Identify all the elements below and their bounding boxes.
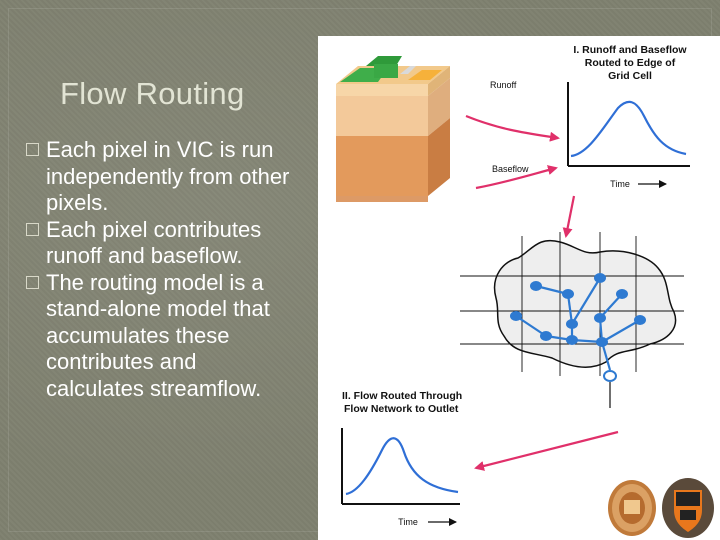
bullet-box-icon <box>26 143 39 156</box>
hydrograph-1-line <box>570 100 687 158</box>
svg-text:Grid Cell: Grid Cell <box>608 70 652 82</box>
panel-2-title: II. Flow Routed Through Flow Network to … <box>342 390 462 415</box>
bullet-list: Each pixel in VIC is run independently f… <box>26 137 296 402</box>
panel-2-xaxis-label: Time <box>398 517 418 527</box>
to-network-arrow <box>562 195 576 238</box>
bullet-text: Each pixel in VIC is run independently f… <box>46 137 290 215</box>
princeton-shield-icon <box>662 478 714 538</box>
bullet-item: Each pixel contributes runoff and basefl… <box>26 217 296 270</box>
flow-network <box>460 232 684 382</box>
panel-1-title: I. Runoff and Baseflow Routed to Edge of… <box>573 44 687 82</box>
soil-column-icon <box>336 56 450 202</box>
slide-title: Flow Routing <box>60 76 245 111</box>
svg-text:Flow Network to Outlet: Flow Network to Outlet <box>344 403 459 415</box>
bullet-text: Each pixel contributes runoff and basefl… <box>46 216 262 269</box>
bullet-box-icon <box>26 275 39 289</box>
hydrograph-2-line <box>345 437 459 496</box>
runoff-label: Runoff <box>490 80 517 90</box>
bullet-item: Each pixel in VIC is run independently f… <box>26 137 296 217</box>
routing-diagram-svg: Runoff Baseflow I. Runoff and Baseflow R… <box>336 44 714 538</box>
baseflow-arrow <box>475 165 558 190</box>
hydrograph-2: Time <box>341 428 460 527</box>
svg-text:Routed to Edge of: Routed to Edge of <box>585 57 676 69</box>
bullet-item: The routing model is a stand-alone model… <box>26 270 296 403</box>
hydrograph-1: Time <box>567 82 690 189</box>
svg-text:II. Flow Routed Through: II. Flow Routed Through <box>342 390 462 402</box>
runoff-arrow <box>465 114 560 142</box>
routing-diagram: Runoff Baseflow I. Runoff and Baseflow R… <box>318 36 720 540</box>
panel-1-xaxis-label: Time <box>610 179 630 189</box>
university-seal-icon <box>608 480 656 536</box>
baseflow-label: Baseflow <box>492 164 529 174</box>
bullet-text: The routing model is a stand-alone model… <box>46 269 270 401</box>
outlet-node <box>603 370 617 382</box>
svg-text:I. Runoff and Baseflow: I. Runoff and Baseflow <box>573 44 687 56</box>
to-outlet-arrow <box>474 430 619 471</box>
bullet-box-icon <box>26 222 39 236</box>
